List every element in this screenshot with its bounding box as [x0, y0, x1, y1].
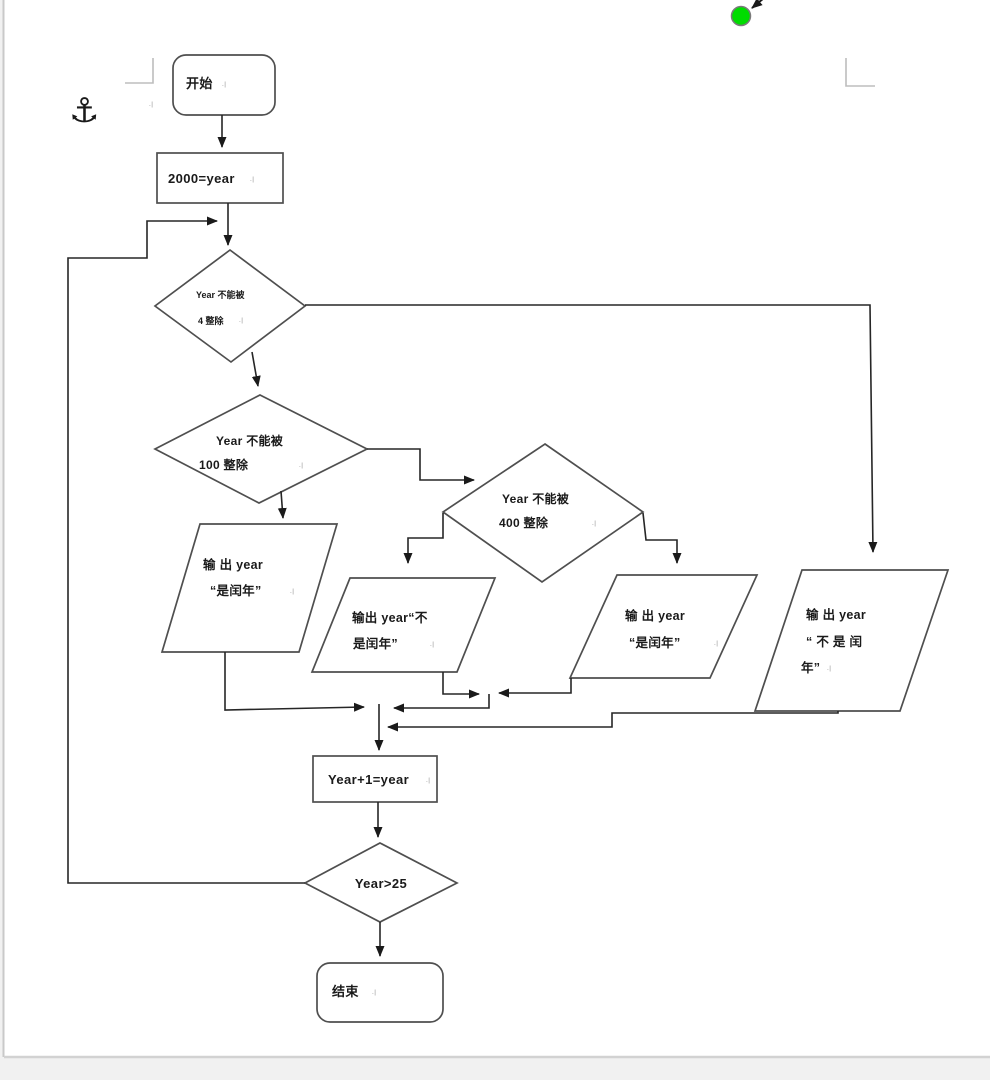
label-init: 2000=year: [168, 171, 235, 186]
paragraph-mark: .|: [290, 588, 295, 595]
paragraph-mark: .|: [299, 462, 304, 469]
paragraph-mark: .|: [714, 640, 719, 647]
paragraph-mark: .|: [250, 176, 255, 183]
node-check400[interactable]: [441, 442, 645, 584]
node-init[interactable]: [156, 152, 284, 204]
label-output-leap-b-line2: “是闰年”: [629, 635, 681, 650]
label-output-noleap-b-line1: 输 出 year: [806, 607, 866, 622]
label-check4-line1: Year 不能被: [196, 289, 246, 300]
margin-corner-top-left: [125, 58, 154, 84]
connector-check4-check100[interactable]: [251, 351, 261, 387]
anchor-icon[interactable]: ⚓: [69, 92, 99, 130]
paragraph-mark: .|: [372, 989, 377, 996]
label-output-leap-b-line1: 输 出 year: [625, 608, 685, 623]
connector-check4-noleap[interactable]: [305, 304, 878, 553]
label-output-noleap-a-line2: 是闰年”: [352, 636, 398, 651]
label-end: 结束: [332, 984, 359, 999]
rotation-handle-dot[interactable]: [730, 5, 752, 27]
label-check4-line2: 4 整除: [198, 315, 225, 326]
label-check100-line2: 100 整除: [199, 457, 249, 472]
paragraph-mark: .|: [592, 520, 597, 527]
margin-corner-top-right: [845, 58, 875, 87]
node-check4[interactable]: [153, 248, 307, 364]
label-start: 开始: [186, 76, 213, 91]
paragraph-mark: .|: [430, 641, 435, 648]
label-output-noleap-b-line3: 年”: [801, 660, 820, 675]
label-check100-line1: Year 不能被: [216, 433, 284, 448]
paragraph-mark: .|: [239, 317, 244, 324]
connector-leap-a-junction[interactable]: [224, 652, 365, 712]
connector-noleap-b-junction[interactable]: [387, 711, 839, 732]
label-output-leap-a-line1: 输 出 year: [203, 557, 263, 572]
connector-check400-leap[interactable]: [642, 512, 682, 564]
connector-check100-check400[interactable]: [367, 448, 475, 485]
node-end[interactable]: [316, 962, 444, 1023]
node-start[interactable]: [172, 54, 276, 116]
paragraph-mark: .|: [426, 777, 431, 784]
node-output-leap-a[interactable]: [160, 523, 339, 653]
node-output-noleap-b[interactable]: [753, 569, 950, 712]
connector-loop-back[interactable]: [67, 216, 305, 884]
label-check400-line1: Year 不能被: [502, 491, 570, 506]
label-check-end: Year>25: [355, 876, 407, 891]
node-output-noleap-a[interactable]: [310, 577, 497, 673]
label-output-noleap-a-line1: 输出 year“不: [352, 610, 428, 625]
connector-noleap-a-junction[interactable]: [442, 672, 480, 699]
node-increment[interactable]: [312, 755, 438, 803]
node-output-leap-b[interactable]: [568, 574, 759, 679]
connector-leap-b-junction[interactable]: [498, 678, 572, 698]
paragraph-mark: .|: [222, 81, 227, 88]
paragraph-mark: .|: [827, 665, 832, 672]
connector-junction2-junction1[interactable]: [393, 694, 490, 713]
paragraph-mark: .|: [149, 101, 154, 108]
node-check100[interactable]: [153, 394, 369, 504]
connector-check100-leap[interactable]: [277, 490, 287, 519]
rotation-handle[interactable]: [730, 0, 765, 27]
label-check400-line2: 400 整除: [499, 515, 549, 530]
label-output-noleap-b-line2: “ 不 是 闰: [806, 634, 862, 649]
label-increment: Year+1=year: [328, 772, 409, 787]
label-output-leap-a-line2: “是闰年”: [210, 583, 262, 598]
connector-check400-noleap[interactable]: [403, 513, 444, 564]
